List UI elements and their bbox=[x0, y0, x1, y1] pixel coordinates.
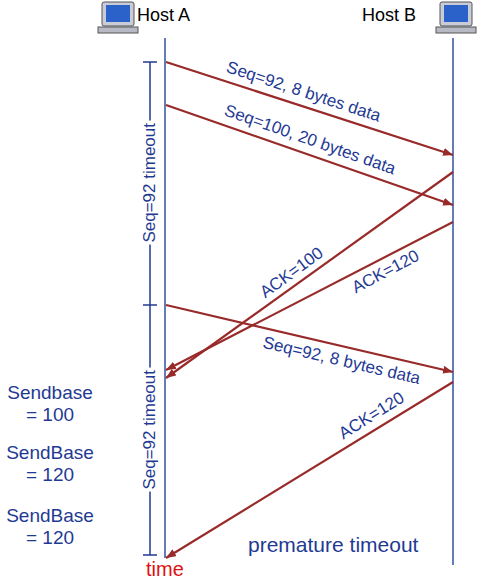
ack-label: ACK=100 bbox=[255, 242, 329, 303]
segment-arrow bbox=[166, 105, 453, 205]
timeout-label: Seq=92 timeout bbox=[140, 368, 160, 492]
sendbase-label: SendBase = 120 bbox=[4, 442, 96, 486]
caption: premature timeout bbox=[248, 533, 418, 557]
sendbase-label: Sendbase = 100 bbox=[4, 382, 96, 426]
host-a-timeline bbox=[164, 38, 166, 558]
timeout-label: Seq=92 timeout bbox=[140, 121, 160, 245]
computer-icon bbox=[436, 2, 476, 33]
time-label: time bbox=[146, 558, 184, 581]
sendbase-label: SendBase = 120 bbox=[4, 505, 96, 549]
host-name: Host B bbox=[362, 5, 416, 26]
computer-icon bbox=[98, 2, 138, 33]
ack-arrow bbox=[166, 382, 453, 558]
segment-label: Seq=92, 8 bytes data bbox=[259, 332, 424, 389]
host-name: Host A bbox=[137, 5, 190, 26]
host-b-timeline bbox=[452, 38, 454, 565]
